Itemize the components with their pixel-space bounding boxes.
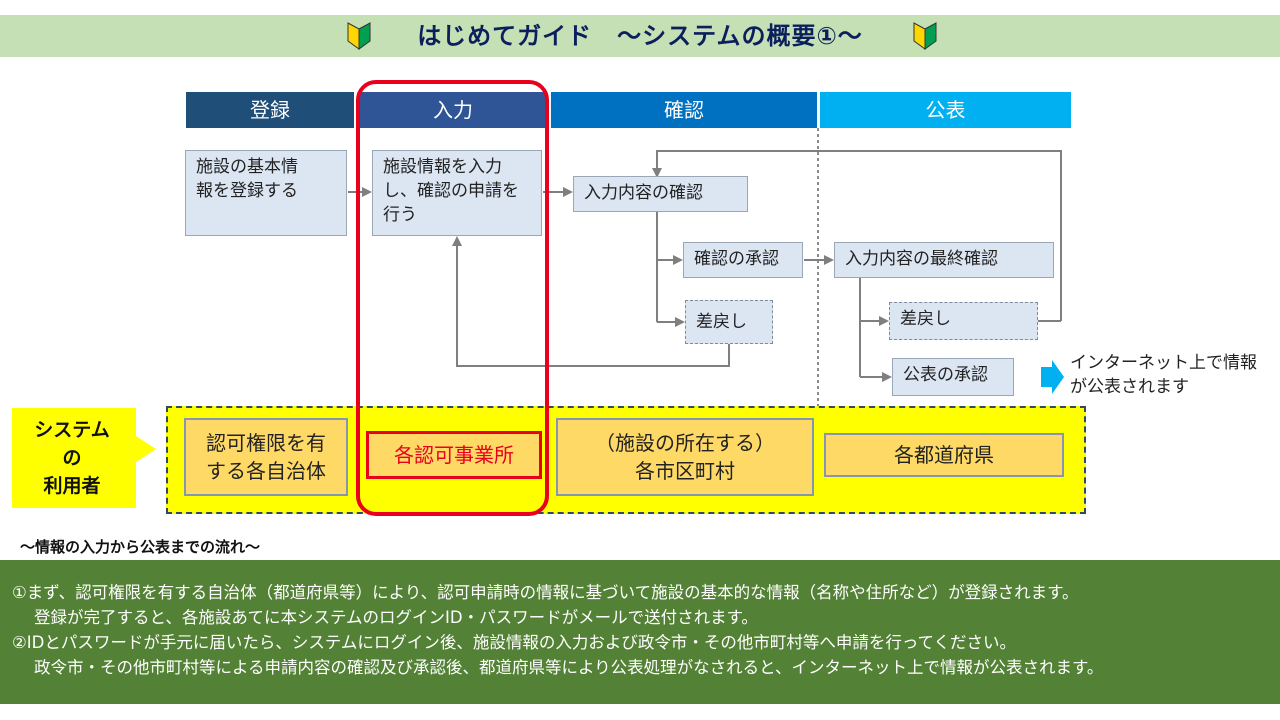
phase-confirm: 確認 [551, 92, 817, 128]
internet-publish-note: インターネット上で情報が公表されます [1070, 353, 1257, 397]
step-basic-info: 施設の基本情報を登録する [185, 150, 347, 236]
phase-publish: 公表 [820, 92, 1071, 128]
beginner-mark-icon [347, 22, 371, 50]
user-authority: 認可権限を有する各自治体 [184, 418, 348, 496]
step-return-1: 差戻し [685, 300, 773, 344]
step-final-check: 入力内容の最終確認 [834, 242, 1054, 278]
page-title: はじめてガイド ～システムの概要①～ [417, 22, 863, 50]
step-return-2: 差戻し [889, 302, 1038, 340]
arrow-right-icon [1041, 360, 1064, 394]
footer-line-1: ①まず、認可権限を有する自治体（都道府県等）により、認可申請時の情報に基づいて施… [12, 583, 1079, 602]
step-check-approval: 確認の承認 [683, 242, 803, 278]
flow-connectors [348, 128, 1064, 406]
users-callout-label: システムの利用者 [34, 419, 110, 497]
user-operator: 各認可事業所 [366, 431, 542, 479]
footer-line-2: 登録が完了すると、各施設あてに本システムのログインID・パスワードがメールで送付… [34, 608, 758, 627]
footer-line-3: ②IDとパスワードが手元に届いたら、システムにログイン後、施設情報の入力および政… [12, 633, 1017, 652]
phase-input: 入力 [360, 92, 546, 128]
input-phase-highlight [356, 80, 549, 516]
footer-explanation: ①まず、認可権限を有する自治体（都道府県等）により、認可申請時の情報に基づいて施… [0, 560, 1280, 704]
title-banner [0, 15, 1280, 57]
flow-caption: ～情報の入力から公表までの流れ～ [20, 538, 261, 556]
user-prefecture: 各都道府県 [824, 433, 1064, 477]
step-input-check: 入力内容の確認 [573, 176, 748, 212]
step-publish-approval: 公表の承認 [892, 358, 1014, 396]
beginner-mark-icon [913, 22, 937, 50]
users-callout [12, 408, 156, 508]
user-municipality: （施設の所在する）各市区町村 [556, 418, 814, 496]
step-facility-input: 施設情報を入力し、確認の申請を行う [372, 150, 542, 236]
phase-register: 登録 [186, 92, 354, 128]
footer-line-4: 政令市・その他市町村等による申請内容の確認及び承認後、都道府県等により公表処理が… [34, 658, 1104, 677]
